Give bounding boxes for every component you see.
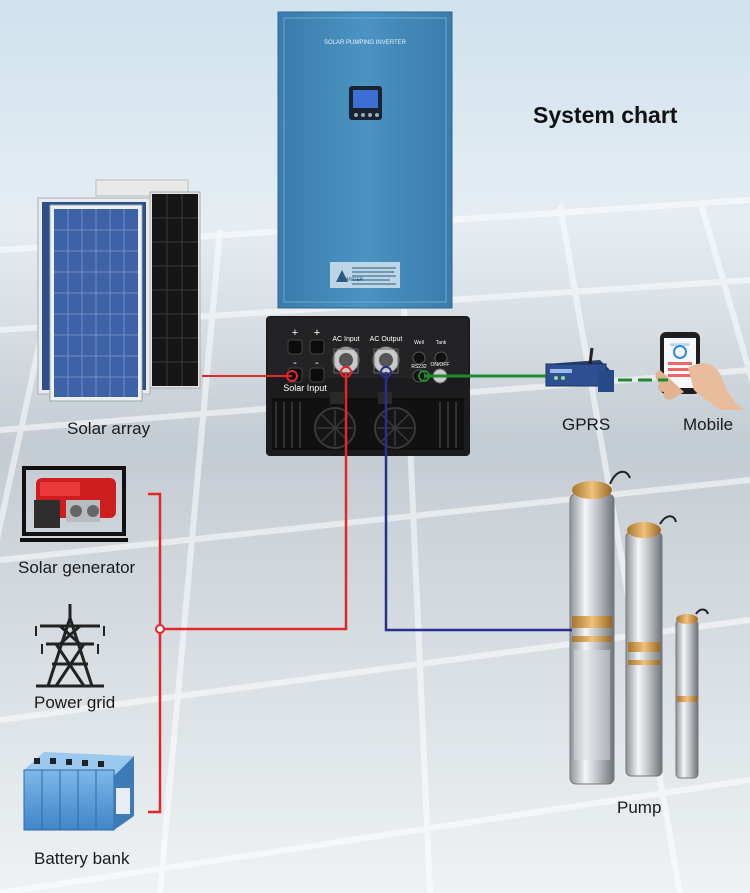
rs232-port-label: RS232 xyxy=(411,364,427,370)
minus-port-label-1: - xyxy=(293,357,297,369)
gprs-label: GPRS xyxy=(562,415,610,435)
solar-input-label: Solar Input xyxy=(283,383,327,393)
solar-array-illustration xyxy=(38,180,200,401)
plus-port-label-1: + xyxy=(292,327,298,339)
gprs-module-illustration xyxy=(546,348,614,392)
ac-output-port-label: AC Output xyxy=(370,336,403,343)
power-grid-label: Power grid xyxy=(34,693,115,713)
minus-port-label-2: - xyxy=(315,357,319,369)
plus-port-label-2: + xyxy=(314,327,320,339)
solar-generator-label: Solar generator xyxy=(18,558,135,578)
well-port-label: Well xyxy=(414,340,424,346)
inverter-heading-label: SOLAR PUMPING INVERTER xyxy=(324,40,407,46)
phone-brand-label: BOOSTER xyxy=(670,342,690,347)
pump-label: Pump xyxy=(617,798,661,818)
onoff-port-label: ON/OFF xyxy=(431,362,450,368)
solar-array-label: Solar array xyxy=(67,419,150,439)
battery-bank-illustration xyxy=(24,752,134,830)
mobile-phone-illustration xyxy=(656,332,745,410)
ac-input-port-label: AC Input xyxy=(332,336,359,343)
tank-port-label: Tank xyxy=(436,340,447,346)
pump-illustration xyxy=(570,472,708,784)
power-grid-tower-illustration xyxy=(36,604,104,686)
danger-label: DANGER xyxy=(342,277,364,283)
battery-bank-label: Battery bank xyxy=(34,849,129,869)
generator-illustration xyxy=(20,468,128,540)
mobile-label: Mobile xyxy=(683,415,733,435)
